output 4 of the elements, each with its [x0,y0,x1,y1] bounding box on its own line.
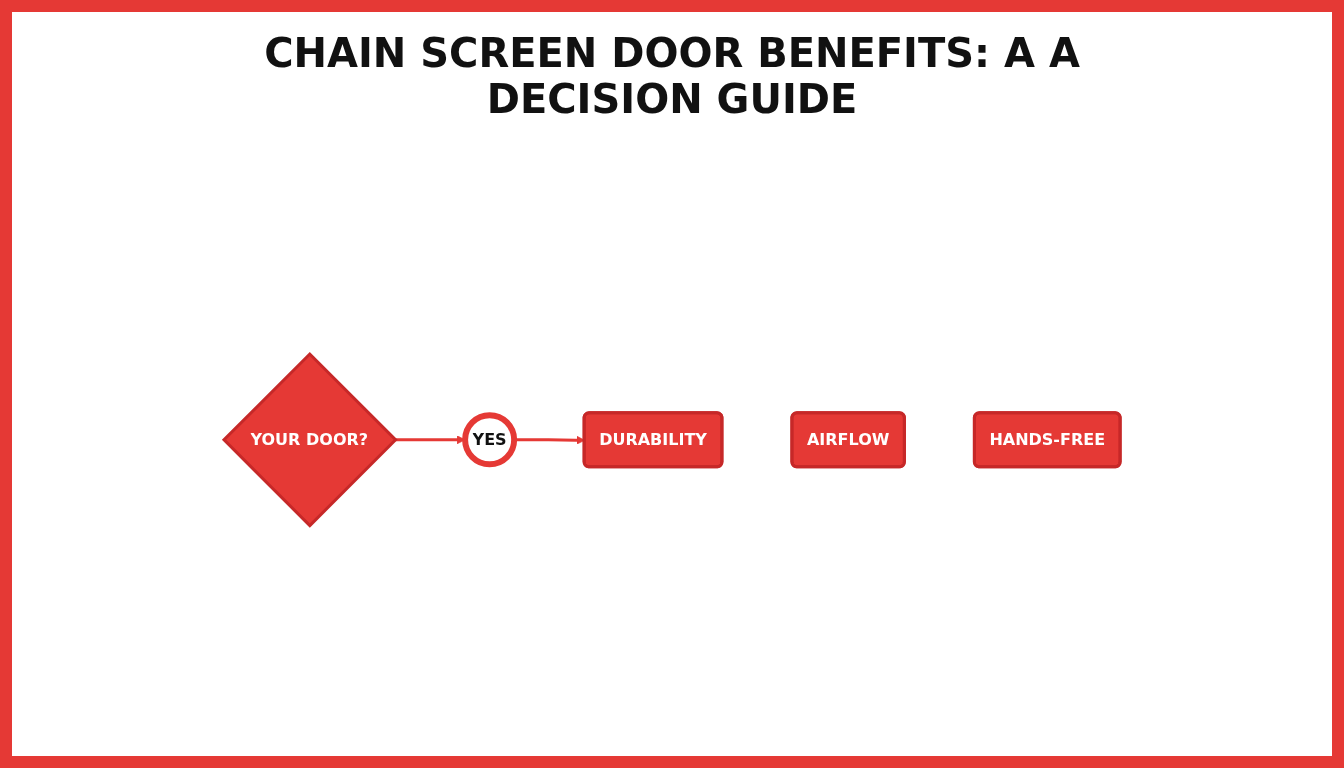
title: CHAIN SCREEN DOOR BENEFITS: A A DECISION GUIDE [263,30,1081,122]
node-circle: YES [462,412,518,468]
arrow [514,436,585,445]
node-diamond: YOUR DOOR? [221,352,398,528]
